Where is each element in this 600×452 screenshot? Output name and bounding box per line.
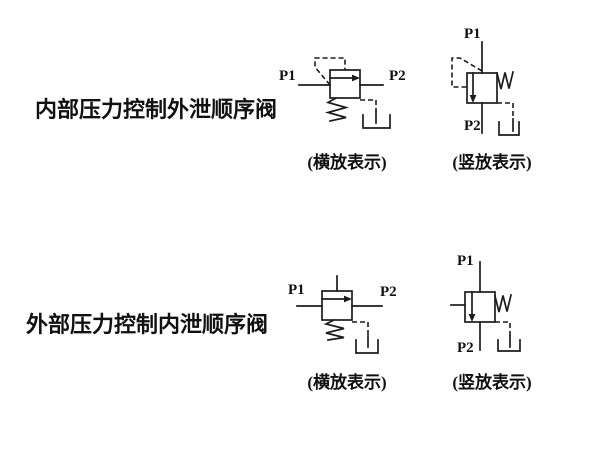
valve-symbol-external-pilot-vertical: P1 P2 [450, 253, 521, 356]
valve-symbol-internal-pilot-horizontal: P1 P2 [279, 57, 406, 129]
pilot-line-internal [451, 57, 483, 88]
flow-arrow [469, 72, 477, 103]
drain-line [352, 321, 369, 336]
port-label-p2: P2 [389, 68, 406, 84]
caption-horizontal-representation: (横放表示) [307, 373, 387, 392]
port-label-p1: P1 [288, 282, 305, 298]
tank-symbol [355, 335, 379, 354]
tank-symbol [498, 118, 520, 136]
valve-body-box [464, 291, 496, 323]
pilot-line-internal [314, 57, 346, 86]
drain-line [495, 321, 511, 336]
tank-symbol [497, 335, 521, 352]
spring-symbol [323, 318, 345, 341]
section-title-internal-pilot-external-drain: 内部压力控制外泄顺序阀 [35, 97, 278, 122]
valve-symbol-internal-pilot-vertical: P1 P2 [451, 26, 520, 136]
valve-body-box [321, 290, 353, 321]
spring-symbol [324, 96, 350, 123]
section-title-external-pilot-internal-drain: 外部压力控制内泄顺序阀 [26, 312, 269, 337]
port-label-p1: P1 [279, 68, 296, 84]
tank-symbol [362, 111, 391, 129]
valve-body-box [466, 72, 498, 104]
caption-horizontal-representation: (横放表示) [307, 153, 387, 172]
drain-line [360, 99, 377, 112]
flow-arrow [468, 291, 476, 322]
flow-arrow [321, 295, 352, 303]
port-label-p1: P1 [464, 26, 481, 42]
port-label-p1: P1 [457, 253, 474, 269]
valve-body-box [329, 69, 361, 99]
flow-arrow [329, 74, 360, 82]
spring-symbol [493, 293, 513, 313]
port-label-p2: P2 [457, 340, 474, 356]
spring-symbol [495, 70, 515, 90]
caption-vertical-representation: (竖放表示) [452, 153, 532, 172]
drain-line [497, 102, 514, 119]
valve-symbol-external-pilot-horizontal: P1 P2 [288, 275, 397, 354]
caption-vertical-representation: (竖放表示) [452, 373, 532, 392]
port-label-p2: P2 [464, 118, 481, 134]
port-label-p2: P2 [380, 284, 397, 300]
